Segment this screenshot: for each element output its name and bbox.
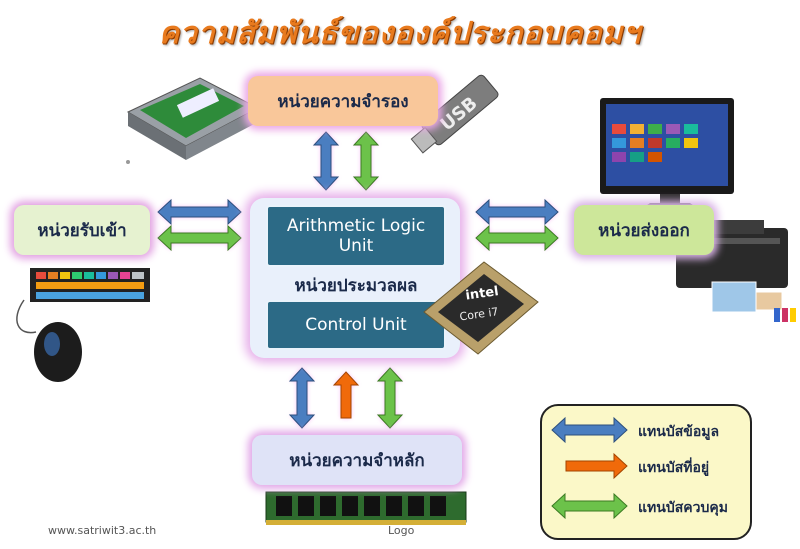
secondary-storage-unit: หน่วยความจำรอง xyxy=(248,76,438,126)
memory-data-bus-arrow xyxy=(288,367,316,429)
diagram-title: ความสัมพันธ์ขององค์ประกอบคอมฯ xyxy=(158,16,642,51)
legend-data-bus-label: แทนบัสข้อมูล xyxy=(638,424,720,440)
input-unit: หน่วยรับเข้า xyxy=(14,205,150,255)
input-data-bus-arrow xyxy=(157,198,242,226)
processing-unit-label: หน่วยประมวลผล xyxy=(294,276,418,296)
cpu-brand-text: intel xyxy=(465,284,500,303)
output-unit: หน่วยส่งออก xyxy=(574,205,714,255)
control-unit: Control Unit xyxy=(266,300,446,350)
monitor-icon xyxy=(600,98,734,210)
cpu-model-text: Core i7 xyxy=(459,305,499,323)
footer-logo: Logo xyxy=(388,524,415,537)
legend-control-bus-label: แทนบัสควบคุม xyxy=(638,500,728,516)
legend-address-bus-arrow xyxy=(565,452,628,480)
legend-arrows xyxy=(551,416,628,520)
mouse-icon xyxy=(16,299,82,382)
hard-disk-icon xyxy=(126,77,260,164)
cpu-chip-icon: intel Core i7 xyxy=(423,261,539,355)
arithmetic-logic-unit: Arithmetic Logic Unit xyxy=(266,205,446,267)
legend-address-bus-label: แทนบัสที่อยู่ xyxy=(638,460,710,476)
ram-module-icon xyxy=(265,491,467,525)
usb-drive-icon: USB xyxy=(410,74,499,154)
output-data-bus-arrow xyxy=(475,198,559,226)
footer-website: www.satriwit3.ac.th xyxy=(48,524,157,537)
keyboard-icon xyxy=(30,268,150,302)
main-memory-unit: หน่วยความจำหลัก xyxy=(252,435,462,485)
output-control-bus-arrow xyxy=(475,224,559,252)
legend-data-bus-arrow xyxy=(551,416,628,444)
storage-control-bus-arrow xyxy=(352,131,380,191)
legend-control-bus-arrow xyxy=(551,492,628,520)
storage-data-bus-arrow xyxy=(312,131,340,191)
input-control-bus-arrow xyxy=(157,224,242,252)
memory-address-bus-arrow xyxy=(332,371,360,419)
memory-control-bus-arrow xyxy=(376,367,404,429)
